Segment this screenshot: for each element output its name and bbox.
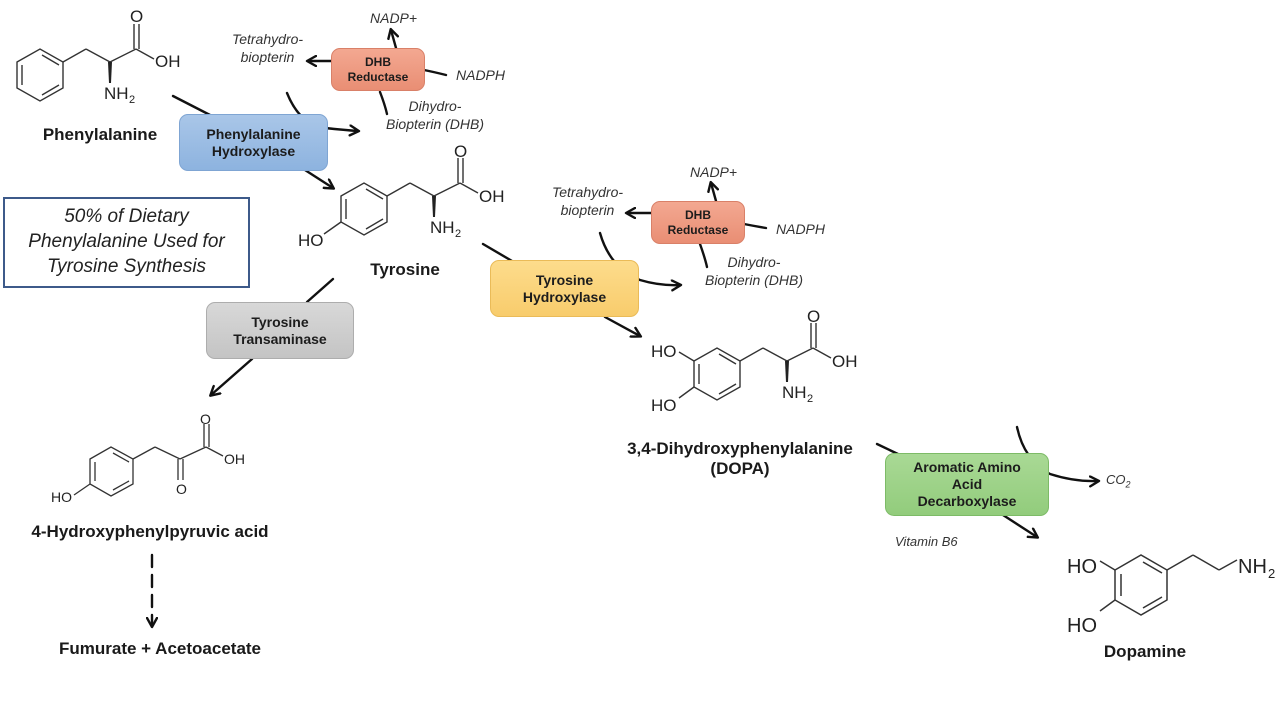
cofactor-nadph-2: NADPH xyxy=(776,221,826,237)
atom-label: OH xyxy=(832,352,858,371)
molecule-name-dopa: 3,4-Dihydroxyphenylalanine (DOPA) xyxy=(600,439,880,479)
molecule-name-dopa-line2: (DOPA) xyxy=(710,459,770,478)
molecule-name-tyrosine: Tyrosine xyxy=(370,260,440,279)
atom-label: 2 xyxy=(129,94,135,106)
molecule-name-dopamine: Dopamine xyxy=(1103,642,1187,661)
enzyme-label: Tyrosine xyxy=(251,313,309,330)
atom-label: NH xyxy=(104,84,129,103)
enzyme-label: DHB xyxy=(684,208,711,223)
cofactor-subscript: 2 xyxy=(1125,479,1131,490)
atom-label: O xyxy=(454,142,467,161)
molecule-name-dopa-line1: 3,4-Dihydroxyphenylalanine xyxy=(627,439,853,458)
atom-label: HO xyxy=(651,342,677,361)
enzyme-tyrosine-transaminase[interactable]: Tyrosine Transaminase xyxy=(206,302,354,359)
cofactor-label: biopterin xyxy=(240,48,295,65)
atom-label: NH xyxy=(782,383,807,402)
reaction-arrow xyxy=(603,315,640,336)
reaction-arrow xyxy=(1015,425,1098,481)
molecule-name-phenylalanine: Phenylalanine xyxy=(42,125,158,144)
enzyme-label: Decarboxylase xyxy=(917,492,1017,509)
cofactor-nadp-plus-1: NADP+ xyxy=(370,10,418,26)
enzyme-label: Aromatic Amino xyxy=(913,459,1021,476)
atom-label: NH xyxy=(430,218,455,237)
cofactor-label: Tetrahydro- xyxy=(551,184,624,200)
atom-label: O xyxy=(130,7,143,26)
enzyme-label: DHB xyxy=(364,55,391,70)
atom-label: 2 xyxy=(1268,566,1275,581)
atom-label: O xyxy=(807,307,820,326)
cofactor-label: biopterin xyxy=(560,201,615,218)
hppa-structure xyxy=(73,424,224,497)
enzyme-label: Tyrosine xyxy=(535,271,594,288)
note-line: Phenylalanine Used for xyxy=(28,231,225,253)
reaction-arrow xyxy=(391,30,396,50)
enzyme-label: Phenylalanine xyxy=(206,125,301,142)
phenylalanine-structure xyxy=(16,24,155,102)
reaction-arrow xyxy=(1001,513,1037,537)
atom-label: OH xyxy=(224,451,245,467)
enzyme-label: Reductase xyxy=(667,222,729,237)
cofactor-vitamin-b6: Vitamin B6 xyxy=(895,534,958,549)
atom-label: HO xyxy=(298,231,324,250)
enzyme-aromatic-amino-acid-decarboxylase[interactable]: Aromatic Amino Acid Decarboxylase xyxy=(885,453,1049,516)
molecule-name-hppa: 4-Hydroxyphenylpyruvic acid xyxy=(31,522,269,541)
cofactor-label: Biopterin (DHB) xyxy=(704,271,804,288)
reaction-arrow xyxy=(698,242,709,269)
cofactor-label: Biopterin (DHB) xyxy=(385,115,485,132)
atom-label: 2 xyxy=(807,393,813,405)
dopa-structure xyxy=(678,323,832,401)
cofactor-nadp-plus-2: NADP+ xyxy=(690,164,738,180)
enzyme-phenylalanine-hydroxylase[interactable]: Phenylalanine Hydroxylase xyxy=(179,114,328,171)
reaction-arrow xyxy=(742,222,768,230)
cofactor-tetrahydrobiopterin-2: Tetrahydro- biopterin xyxy=(545,184,630,219)
enzyme-label: Reductase xyxy=(347,69,409,84)
reaction-arrow xyxy=(211,357,254,395)
atom-label: O xyxy=(176,481,187,497)
cofactor-label: Tetrahydro- xyxy=(231,31,304,47)
enzyme-dhb-reductase-2[interactable]: DHB Reductase xyxy=(651,201,745,244)
enzyme-label: Hydroxylase xyxy=(211,142,296,159)
atom-label: O xyxy=(200,411,211,427)
enzyme-label: Hydroxylase xyxy=(522,288,607,305)
enzyme-label: Transaminase xyxy=(233,330,327,347)
tyrosine-structure xyxy=(323,158,479,236)
cofactor-dihydrobiopterin-1: Dihydro- Biopterin (DHB) xyxy=(375,98,495,133)
reaction-arrow xyxy=(171,94,212,117)
enzyme-dhb-reductase-1[interactable]: DHB Reductase xyxy=(331,48,425,91)
atom-label: HO xyxy=(1067,615,1097,637)
reaction-arrow xyxy=(422,68,448,77)
note-line: Tyrosine Synthesis xyxy=(46,255,207,277)
atom-label: OH xyxy=(155,52,181,71)
reaction-arrow xyxy=(481,242,514,263)
cofactor-nadph-1: NADPH xyxy=(456,67,506,83)
atom-label: OH xyxy=(479,187,505,206)
cofactor-label: Dihydro- xyxy=(408,98,462,114)
cofactor-tetrahydrobiopterin-1: Tetrahydro- biopterin xyxy=(225,31,310,66)
molecule-name-fumarate-acetoacetate: Fumurate + Acetoacetate xyxy=(58,639,262,658)
enzyme-tyrosine-hydroxylase[interactable]: Tyrosine Hydroxylase xyxy=(490,260,639,317)
reaction-arrow xyxy=(711,183,716,203)
reaction-arrow xyxy=(598,231,680,285)
atom-label: 2 xyxy=(455,228,461,240)
reaction-arrow xyxy=(305,277,335,304)
enzyme-label: Acid xyxy=(951,476,983,493)
atom-label: HO xyxy=(1067,556,1097,578)
atom-label: HO xyxy=(651,396,677,415)
reaction-arrow xyxy=(378,90,389,116)
cofactor-dihydrobiopterin-2: Dihydro- Biopterin (DHB) xyxy=(694,254,814,289)
atom-label: HO xyxy=(51,489,72,505)
note-box: 50% of Dietary Phenylalanine Used for Ty… xyxy=(3,197,250,288)
cofactor-label: CO xyxy=(1106,472,1126,487)
reaction-arrow xyxy=(303,168,333,188)
note-line: 50% of Dietary xyxy=(64,206,189,228)
dopamine-structure xyxy=(1099,554,1238,616)
atom-label: NH xyxy=(1238,556,1267,578)
cofactor-label: Dihydro- xyxy=(727,254,781,270)
cofactor-co2: CO2 xyxy=(1106,472,1131,491)
